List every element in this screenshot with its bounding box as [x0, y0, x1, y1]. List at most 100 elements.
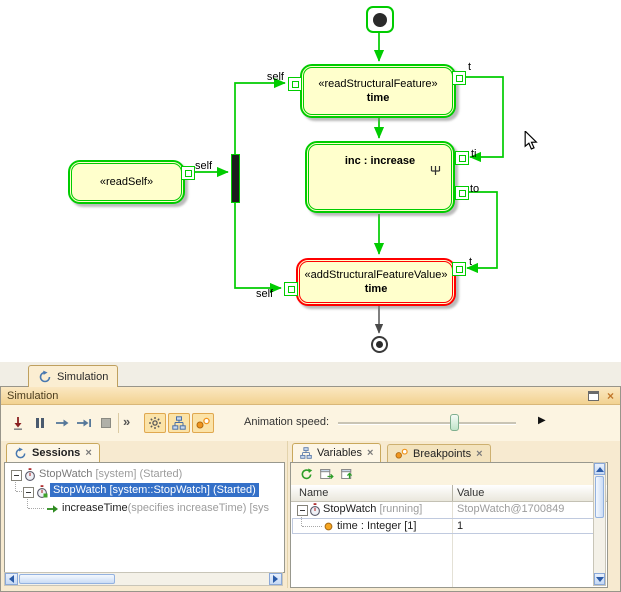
activity-edges — [194, 31, 504, 334]
behavior-name: increaseTime — [62, 502, 128, 514]
tree-row-increase-time[interactable]: increaseTime(specifies increaseTime) [sy… — [5, 500, 284, 517]
tree-guide — [15, 479, 16, 491]
table-row-stopwatch[interactable]: StopWatch [running] StopWatch@1700849 — [291, 501, 607, 518]
pin-read-t-output[interactable] — [452, 71, 466, 85]
scroll-down-button[interactable] — [594, 573, 605, 585]
action-add-structural-feature-value[interactable]: «addStructuralFeatureValue» time — [296, 258, 456, 306]
initial-node[interactable] — [366, 6, 394, 33]
tab-breakpoints[interactable]: Breakpoints × — [387, 444, 491, 462]
activity-final-dot — [376, 341, 383, 348]
horizontal-scrollbar[interactable] — [4, 572, 283, 586]
simulation-icon — [39, 370, 51, 382]
stop-button[interactable] — [97, 414, 115, 432]
action-increase[interactable]: inc : increase — [305, 141, 455, 213]
close-variables-tab-icon[interactable]: × — [367, 447, 374, 459]
tree-row-stopwatch-selected[interactable]: StopWatch [system::StopWatch] (Started) — [5, 483, 284, 500]
close-breakpoints-tab-icon[interactable]: × — [476, 447, 483, 460]
close-panel-icon[interactable]: × — [606, 388, 614, 403]
edge-fork-to-add-self-pin[interactable] — [234, 201, 282, 294]
vertical-scrollbar[interactable] — [593, 462, 606, 586]
variables-pane: Variables × Breakpoints × — [287, 441, 618, 588]
step-into-button[interactable] — [9, 414, 27, 432]
column-name-header: Name — [299, 487, 329, 499]
stopwatch-icon — [25, 468, 35, 481]
restore-panel-icon[interactable] — [587, 390, 599, 401]
behavior-arrow-icon — [47, 505, 58, 513]
activity-final-node[interactable] — [371, 336, 388, 353]
pin-increase-ti-input[interactable] — [455, 151, 469, 165]
step-out-button[interactable] — [75, 414, 93, 432]
mouse-cursor — [524, 131, 538, 150]
pin-increase-to-output[interactable] — [455, 186, 469, 200]
breakpoints-tab-icon — [395, 448, 408, 459]
action-read-self[interactable]: «readSelf» — [68, 160, 185, 204]
row-value: 1 — [457, 520, 464, 532]
tab-variables[interactable]: Variables × — [292, 443, 382, 462]
column-separator-header — [452, 485, 453, 501]
export-button[interactable] — [318, 466, 336, 482]
close-sessions-tab-icon[interactable]: × — [85, 447, 92, 459]
action-name: time — [366, 92, 390, 104]
tree-guide — [28, 508, 44, 509]
action-read-structural-feature[interactable]: «readStructuralFeature» time — [300, 64, 456, 118]
tree-guide — [301, 514, 302, 526]
toggle-variables-view-button[interactable] — [168, 413, 190, 433]
scroll-up-button[interactable] — [594, 463, 605, 475]
slider-track[interactable] — [338, 422, 516, 425]
column-value-header: Value — [457, 487, 485, 499]
pin-add-self-input[interactable] — [284, 282, 298, 296]
toolbar-overflow-button[interactable]: » — [123, 414, 131, 429]
column-separator — [452, 485, 453, 587]
table-row-time[interactable]: time : Integer [1] 1 — [291, 518, 607, 535]
pin-read-self-input[interactable] — [288, 77, 302, 91]
scrollbar-thumb[interactable] — [19, 574, 115, 584]
pin-readself-output[interactable] — [181, 166, 195, 180]
tree-guide — [302, 526, 322, 527]
step-over-icon — [55, 419, 68, 427]
collapse-icon[interactable] — [297, 505, 308, 516]
session-name: StopWatch — [39, 468, 93, 480]
toggle-breakpoints-view-button[interactable] — [192, 413, 214, 433]
sessions-icon — [15, 447, 26, 458]
simulation-panel-body: Simulation × — [0, 386, 621, 592]
animation-speed-slider[interactable] — [338, 414, 516, 432]
simulation-toolbar: » — [1, 405, 620, 441]
activity-diagram-canvas[interactable]: «readStructuralFeature» time inc : incre… — [0, 0, 621, 362]
edge-fork-to-read-self-pin[interactable] — [234, 77, 286, 154]
scrollbar-thumb[interactable] — [595, 476, 604, 518]
row-name-suffix: [running] — [376, 503, 423, 515]
stereotype-label: «readSelf» — [99, 176, 154, 188]
sessions-tree[interactable]: StopWatch [system] (Started) StopWatch — [4, 462, 285, 573]
pause-button[interactable] — [31, 414, 49, 432]
variables-table[interactable]: Name Value StopWatch — [290, 462, 608, 588]
tree-row-stopwatch-system[interactable]: StopWatch [system] (Started) — [5, 466, 284, 483]
tab-sessions[interactable]: Sessions × — [6, 443, 100, 462]
stereotype-label: «readStructuralFeature» — [318, 78, 438, 90]
variables-toolbar — [291, 463, 607, 486]
fork-node[interactable] — [231, 154, 240, 203]
edge-to-to-t[interactable] — [466, 191, 498, 274]
initial-node-dot — [373, 12, 387, 27]
tab-simulation-label: Simulation — [57, 370, 109, 383]
gear-icon — [149, 417, 161, 429]
export-all-button[interactable] — [339, 466, 357, 482]
collapse-icon[interactable] — [11, 470, 22, 481]
attribute-icon — [324, 522, 333, 531]
step-over-button[interactable] — [53, 414, 71, 432]
refresh-button[interactable] — [297, 466, 315, 482]
toggle-animation-button[interactable] — [144, 413, 166, 433]
tab-simulation[interactable]: Simulation — [28, 365, 119, 387]
toolbar-more-button[interactable]: ▶ — [538, 415, 546, 426]
slider-thumb[interactable] — [450, 414, 459, 431]
breakpoints-icon — [196, 417, 210, 429]
scroll-right-button[interactable] — [269, 573, 282, 585]
edge-t-to-ti[interactable] — [465, 76, 504, 163]
pin-label-t-add: t — [469, 256, 473, 268]
collapse-icon[interactable] — [23, 487, 34, 498]
scroll-left-button[interactable] — [5, 573, 18, 585]
session-suffix: [system] (Started) — [92, 468, 183, 480]
step-into-icon — [14, 416, 22, 430]
pin-add-t-input[interactable] — [452, 262, 466, 276]
action-name: time — [364, 283, 388, 295]
